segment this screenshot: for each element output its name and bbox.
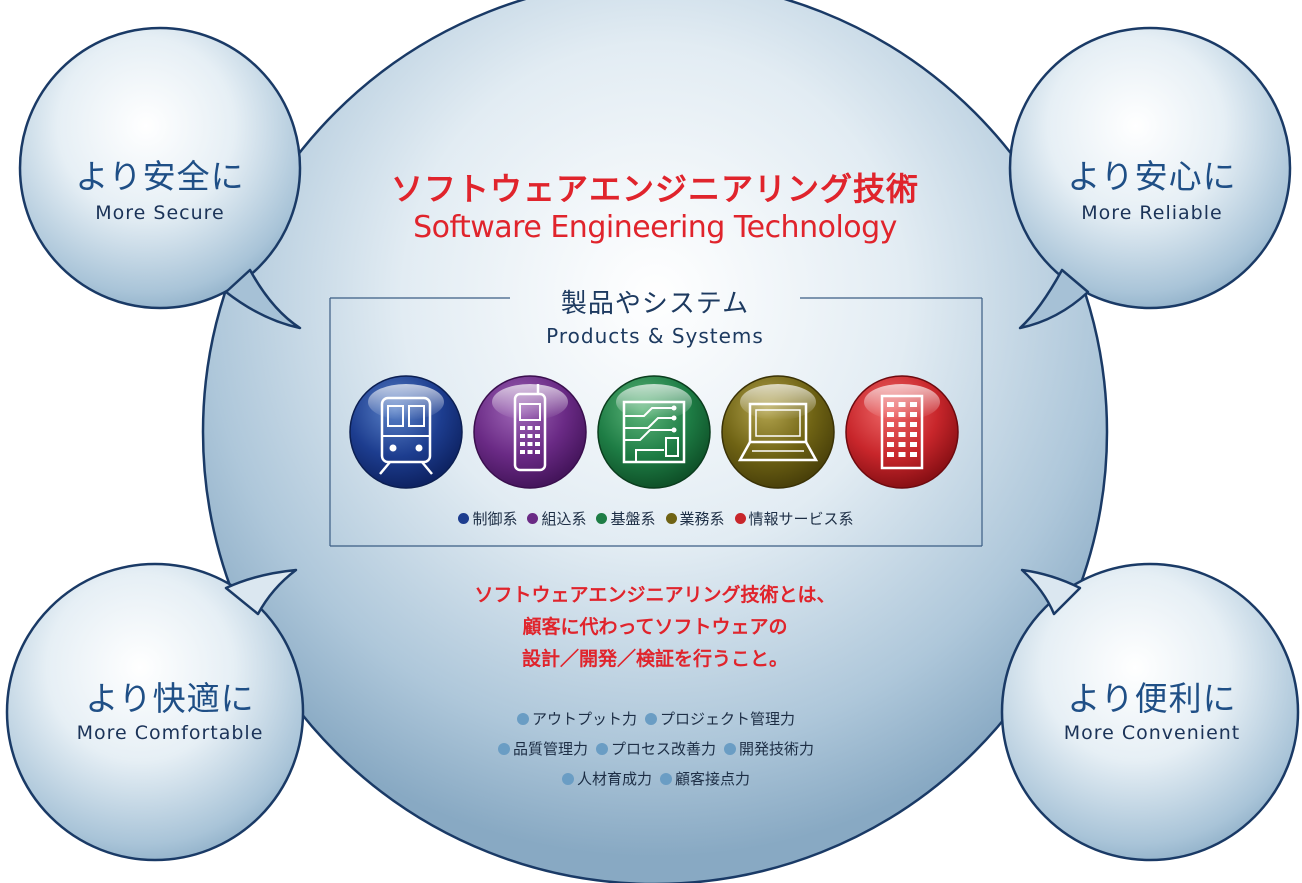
ability-label: 品質管理力 <box>512 740 588 758</box>
bubble-top-left-ja: より安全に <box>75 157 245 196</box>
bullet-icon <box>497 742 510 755</box>
speech-bubble-top-right <box>1008 26 1292 330</box>
legend-item-business: 業務系 <box>665 508 725 529</box>
legend-dot <box>734 513 746 524</box>
ability-item: プロセス改善力 <box>595 738 716 759</box>
legend-label: 基盤系 <box>610 510 656 528</box>
bullet-icon <box>561 772 574 785</box>
speech-bubble-bottom-right <box>1000 562 1300 862</box>
circuit-board-icon <box>597 375 711 489</box>
legend-label: 情報サービス系 <box>748 510 854 528</box>
legend-dot <box>527 513 539 524</box>
bullet-icon <box>516 712 529 725</box>
legend-label: 業務系 <box>679 510 725 528</box>
title-ja: ソフトウェアエンジニアリング技術 <box>390 170 919 208</box>
description-line-3: 設計／開発／検証を行うこと。 <box>521 648 788 670</box>
speech-bubble-top-left <box>18 26 302 330</box>
legend-label: 組込系 <box>541 510 587 528</box>
ability-label: 顧客接点力 <box>675 770 751 788</box>
products-heading-en: Products & Systems <box>546 324 764 348</box>
ability-item: プロジェクト管理力 <box>645 708 795 729</box>
title-en: Software Engineering Technology <box>413 210 897 245</box>
legend-item-embedded: 組込系 <box>527 508 586 529</box>
bubble-top-right-en: More Reliable <box>1081 202 1223 224</box>
bubble-top-left-en: More Secure <box>95 202 225 224</box>
ability-item: 品質管理力 <box>497 738 588 759</box>
mobile-phone-icon <box>473 375 587 489</box>
ability-item: 開発技術力 <box>724 738 814 759</box>
products-heading-ja: 製品やシステム <box>560 289 750 319</box>
bubble-top-right-ja: より安心に <box>1067 157 1237 196</box>
ability-item: アウトプット力 <box>516 708 637 729</box>
legend-dot <box>665 513 677 524</box>
bubble-bottom-left-ja: より快適に <box>85 679 255 718</box>
ability-label: プロセス改善力 <box>610 740 716 758</box>
abilities-row-2: 品質管理力 プロセス改善力 開発技術力 <box>330 738 982 759</box>
laptop-icon <box>721 375 835 489</box>
building-icon <box>845 375 959 489</box>
speech-bubble-bottom-left <box>5 562 305 862</box>
bubble-bottom-right-en: More Convenient <box>1063 722 1241 744</box>
legend-label: 制御系 <box>472 510 518 528</box>
abilities-row-1: アウトプット力 プロジェクト管理力 <box>330 708 982 729</box>
bullet-icon <box>724 742 736 755</box>
train-icon <box>349 375 463 489</box>
bullet-icon <box>595 742 608 755</box>
products-box <box>329 297 983 547</box>
ability-label: 開発技術力 <box>739 740 815 758</box>
ability-label: プロジェクト管理力 <box>660 710 796 728</box>
bullet-icon <box>645 712 657 725</box>
description-line-2: 顧客に代わってソフトウェアの <box>522 616 788 638</box>
legend-item-infrastructure: 基盤系 <box>596 508 656 529</box>
bubble-bottom-right-ja: より便利に <box>1067 679 1237 718</box>
description-line-1: ソフトウェアエンジニアリング技術とは、 <box>474 584 836 606</box>
ability-item: 顧客接点力 <box>660 768 750 789</box>
category-legend: 制御系 組込系 基盤系 業務系 情報サービス系 <box>330 508 982 529</box>
ability-label: アウトプット力 <box>531 710 637 728</box>
bullet-icon <box>660 772 672 785</box>
bubble-bottom-left-en: More Comfortable <box>76 722 264 744</box>
legend-item-information-services: 情報サービス系 <box>734 508 854 529</box>
legend-item-control: 制御系 <box>458 508 517 529</box>
legend-dot <box>458 513 470 524</box>
legend-dot <box>596 513 608 524</box>
ability-item: 人材育成力 <box>561 768 652 789</box>
ability-label: 人材育成力 <box>576 770 652 788</box>
abilities-row-3: 人材育成力 顧客接点力 <box>330 768 982 789</box>
